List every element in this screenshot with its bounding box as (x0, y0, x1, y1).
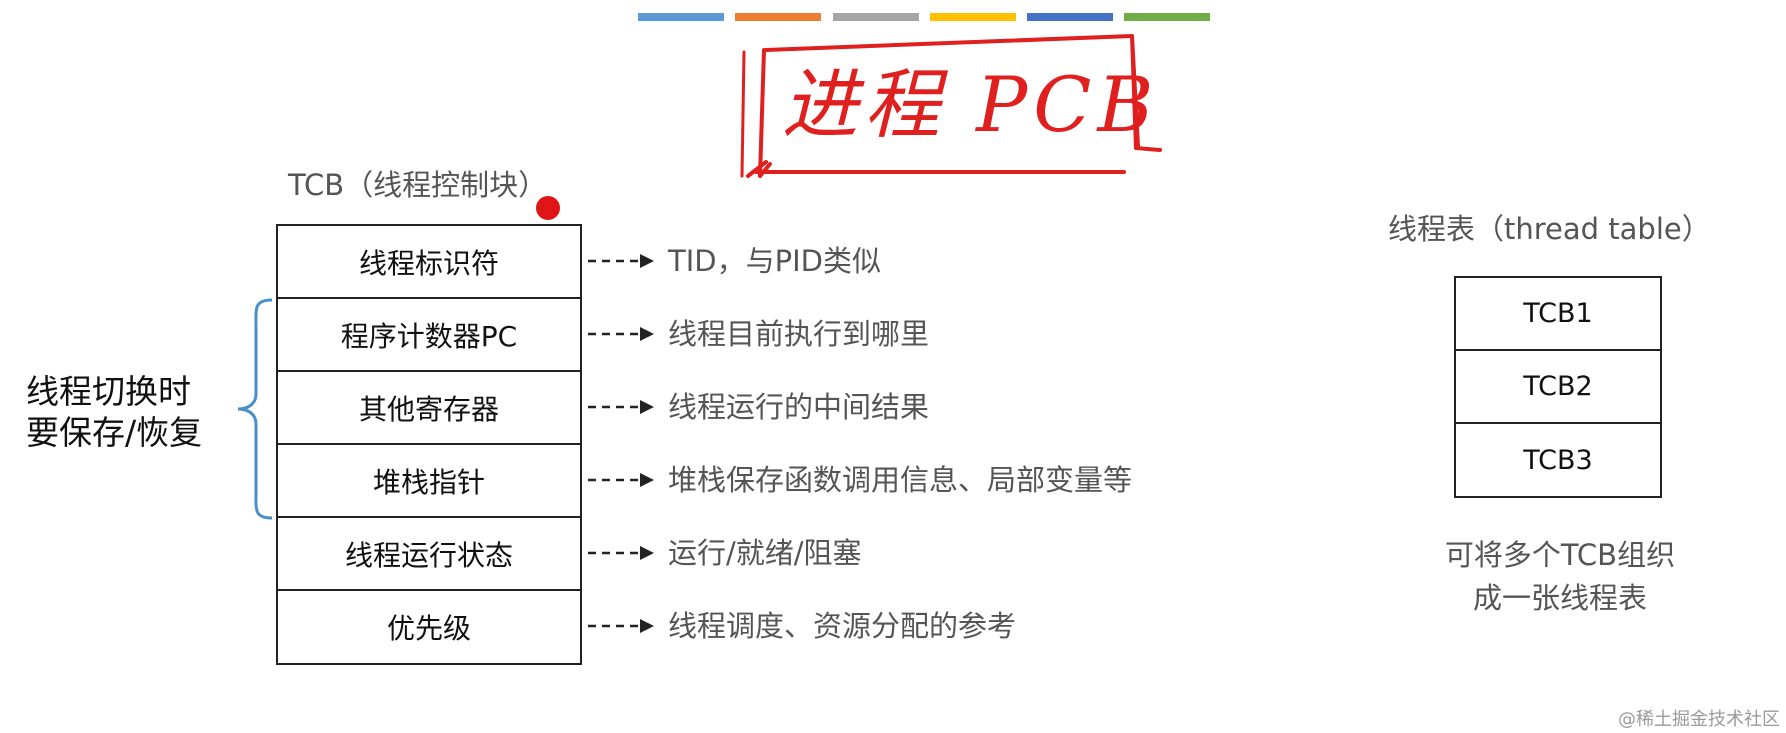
thread-table-row: TCB1 (1456, 278, 1660, 351)
thread-table-note-line: 可将多个TCB组织 (1444, 538, 1676, 572)
dashed-arrow-icon (588, 619, 654, 633)
color-strip-segment (638, 13, 724, 21)
thread-table-note: 可将多个TCB组织 成一张线程表 (1400, 534, 1720, 620)
field-description: TID，与PID类似 (668, 244, 881, 278)
tcb-field: 优先级 (386, 612, 471, 645)
color-strip-segment (1027, 13, 1113, 21)
color-strip-segment (735, 13, 821, 21)
brace-label-line: 线程切换时 (26, 372, 191, 411)
field-description: 线程调度、资源分配的参考 (668, 609, 1017, 643)
tcb-field: 程序计数器PC (278, 299, 580, 372)
field-description: 运行/就绪/阻塞 (668, 536, 862, 570)
dashed-arrow-icon (588, 546, 654, 560)
save-restore-label: 线程切换时 要保存/恢复 (26, 371, 202, 453)
thread-table: TCB1 TCB2 TCB3 (1454, 276, 1662, 498)
color-strip-segment (930, 13, 1016, 21)
color-strip-segment (833, 13, 919, 21)
left-brace-icon (237, 298, 273, 520)
thread-table-title: 线程表（thread table） (1388, 212, 1711, 246)
tcb-title: TCB（线程控制块） (288, 168, 548, 202)
tcb-fields-table: 线程标识符 程序计数器PC 其他寄存器 堆栈指针 线程运行状态 优先级 (276, 224, 582, 665)
color-strip-segment (1124, 13, 1210, 21)
tcb-field: 其他寄存器 (278, 372, 580, 445)
field-description: 堆栈保存函数调用信息、局部变量等 (668, 463, 1133, 497)
tcb-field: 线程标识符 (278, 226, 580, 299)
dashed-arrow-icon (588, 400, 654, 414)
field-description: 线程目前执行到哪里 (668, 317, 930, 351)
dashed-arrow-icon (588, 327, 654, 341)
dashed-arrow-icon (588, 254, 654, 268)
handwritten-title: 进程 PCB (782, 60, 1160, 149)
thread-table-note-line: 成一张线程表 (1472, 581, 1647, 615)
dashed-arrow-icon (588, 473, 654, 487)
watermark: @稀土掘金技术社区 (1618, 709, 1780, 730)
tcb-field: 线程运行状态 (278, 518, 580, 591)
red-dot-marker (536, 196, 560, 220)
brace-label-line: 要保存/恢复 (26, 413, 203, 452)
field-description: 线程运行的中间结果 (668, 390, 930, 424)
thread-table-row: TCB2 (1456, 351, 1660, 424)
tcb-field: 堆栈指针 (278, 445, 580, 518)
thread-table-row: TCB3 (1523, 444, 1593, 476)
